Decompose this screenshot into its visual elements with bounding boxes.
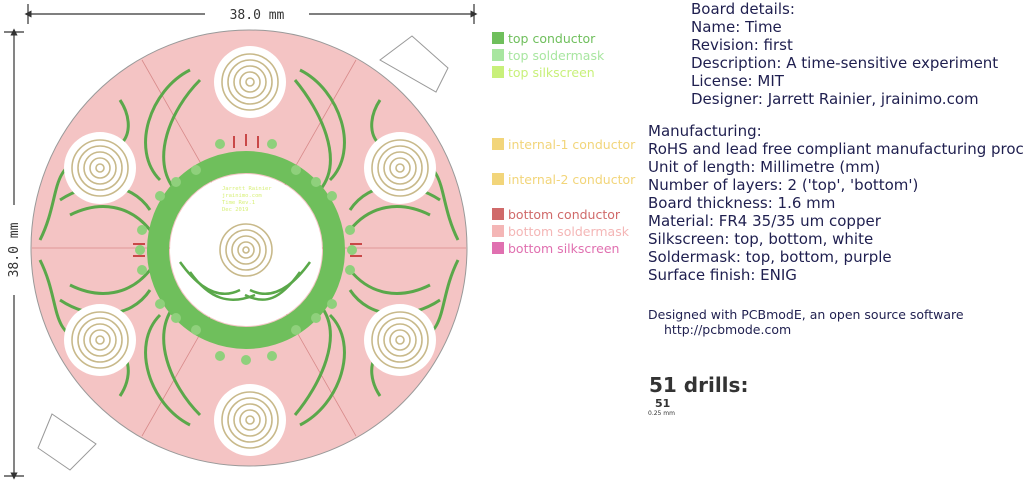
coil-pads — [64, 46, 436, 456]
legend-label: bottom conductor — [508, 206, 621, 222]
legend-top-silkscreen: top silkscreen — [492, 64, 595, 80]
height-dimension: 38.0 mm — [4, 28, 24, 480]
manufacturing-finish: Surface finish: ENIG — [648, 266, 797, 284]
manufacturing-material: Material: FR4 35/35 um copper — [648, 212, 881, 230]
top-conductor-traces — [38, 68, 460, 427]
center-traces — [178, 261, 312, 301]
swatch-internal-2 — [492, 173, 504, 185]
coil-right-upper — [364, 132, 436, 204]
legend-label: bottom soldermask — [508, 223, 629, 239]
manufacturing-silkscreen: Silkscreen: top, bottom, white — [648, 230, 874, 248]
via-pads — [135, 139, 357, 365]
board-name: Name: Time — [691, 18, 782, 36]
credit: Designed with PCBmodE, an open source so… — [648, 307, 964, 337]
silk-line-3: Time Rev.1 — [222, 200, 255, 206]
board-revision: Revision: first — [691, 36, 793, 54]
board-designer: Designer: Jarrett Rainier, jrainimo.com — [691, 90, 979, 108]
swatch-bottom-conductor — [492, 208, 504, 220]
board-silkscreen-text: Jarrett Rainier jrainimo.com Time Rev.1 … — [222, 186, 272, 213]
swatch-top-conductor — [492, 32, 504, 44]
legend-label: bottom silkscreen — [508, 240, 620, 256]
credit-url: http://pcbmode.com — [664, 322, 792, 337]
board-description: Description: A time-sensitive experiment — [691, 54, 999, 72]
swatch-bottom-silkscreen — [492, 242, 504, 254]
swatch-bottom-soldermask — [492, 225, 504, 237]
swatch-internal-1 — [492, 138, 504, 150]
legend-bottom-silkscreen: bottom silkscreen — [492, 240, 619, 256]
credit-text: Designed with PCBmodE, an open source so… — [648, 307, 964, 322]
manufacturing-details: Manufacturing: RoHS and lead free compli… — [648, 122, 1024, 284]
coil-right-lower — [364, 304, 436, 376]
legend-top-soldermask: top soldermask — [492, 47, 604, 63]
manufacturing-soldermask: Soldermask: top, bottom, purple — [648, 248, 892, 266]
pcb-board-render: 38.0 mm 38.0 mm — [4, 4, 478, 480]
drill-size: 0.25 mm — [648, 410, 675, 417]
width-dimension: 38.0 mm — [24, 4, 478, 24]
silk-line-1: Jarrett Rainier — [222, 186, 272, 192]
legend-top-conductor: top conductor — [492, 30, 595, 46]
legend-label: internal-1 conductor — [508, 136, 636, 152]
swatch-top-soldermask — [492, 49, 504, 61]
drills-title: 51 drills: — [649, 373, 749, 397]
manufacturing-thickness: Board thickness: 1.6 mm — [648, 194, 836, 212]
manufacturing-unit: Unit of length: Millimetre (mm) — [648, 158, 881, 176]
bottom-conductor-marks — [133, 134, 362, 257]
coil-left-upper — [64, 132, 136, 204]
silk-line-2: jrainimo.com — [222, 193, 262, 199]
legend-bottom-conductor: bottom conductor — [492, 206, 620, 222]
drill-count: 51 — [655, 397, 671, 410]
coil-bottom — [214, 384, 286, 456]
legend-label: top silkscreen — [508, 64, 595, 80]
legend-internal-2-conductor: internal-2 conductor — [492, 171, 635, 187]
legend-bottom-soldermask: bottom soldermask — [492, 223, 629, 239]
legend-label: top conductor — [508, 30, 596, 46]
manufacturing-heading: Manufacturing: — [648, 122, 762, 140]
legend-label: top soldermask — [508, 47, 605, 63]
swatch-top-silkscreen — [492, 66, 504, 78]
coil-center — [219, 223, 273, 277]
manufacturing-layers: Number of layers: 2 ('top', 'bottom') — [648, 176, 919, 194]
coil-top — [214, 46, 286, 118]
board-details: Board details: Name: Time Revision: firs… — [691, 0, 998, 108]
legend-label: internal-2 conductor — [508, 171, 636, 187]
board-details-heading: Board details: — [691, 0, 795, 18]
coil-left-lower — [64, 304, 136, 376]
width-label: 38.0 mm — [230, 8, 285, 23]
legend-internal-1-conductor: internal-1 conductor — [492, 136, 635, 152]
manufacturing-process: RoHS and lead free compliant manufacturi… — [648, 140, 1024, 158]
board-license: License: MIT — [691, 72, 784, 90]
silk-line-4: Dec 2019 — [222, 207, 249, 213]
height-label: 38.0 mm — [7, 222, 22, 277]
